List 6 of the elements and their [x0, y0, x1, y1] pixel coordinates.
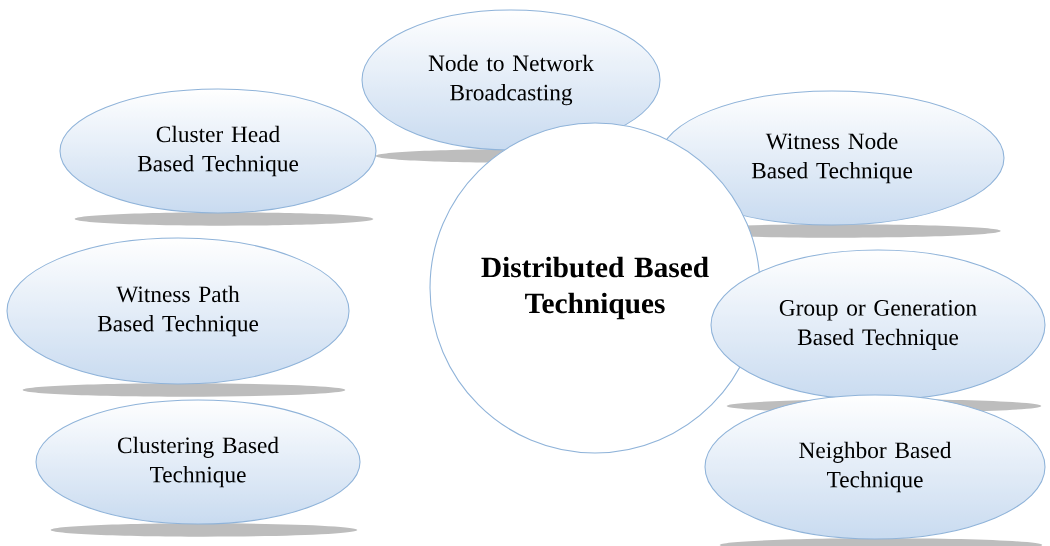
- oval-node: Node to Network Broadcasting: [361, 9, 661, 163]
- oval-node: Clustering Based Technique: [35, 399, 361, 537]
- oval-node: Group or Generation Based Technique: [710, 249, 1046, 413]
- oval-node: Witness Path Based Technique: [6, 237, 350, 397]
- oval-node: Neighbor Based Technique: [704, 394, 1046, 546]
- oval-node: Cluster Head Based Technique: [59, 88, 377, 226]
